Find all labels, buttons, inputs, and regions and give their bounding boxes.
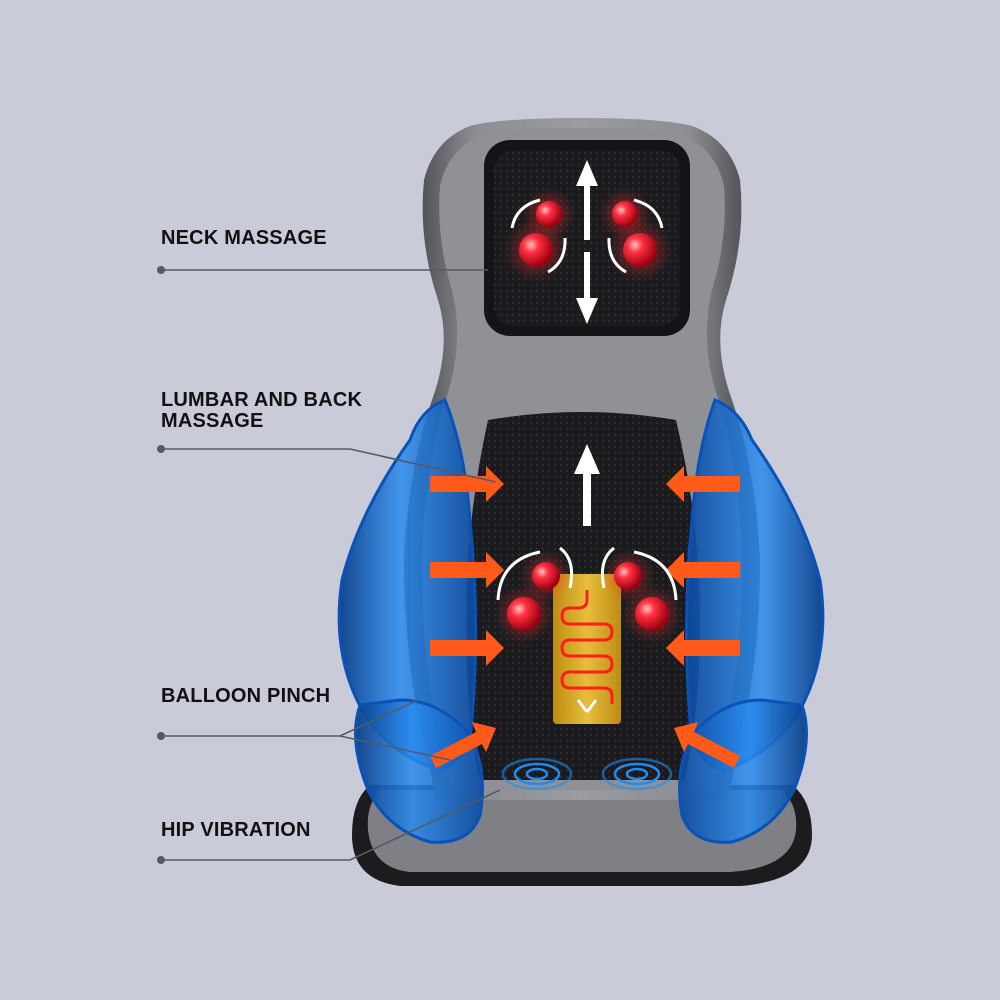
- label-lumbar-back-massage: LUMBAR AND BACK MASSAGE: [161, 390, 362, 432]
- label-lumbar-line2: MASSAGE: [161, 410, 264, 432]
- label-balloon-text: BALLOON PINCH: [161, 685, 331, 707]
- label-lumbar-line1: LUMBAR AND BACK: [161, 389, 363, 411]
- label-neck-text: NECK MASSAGE: [161, 227, 327, 249]
- label-hip-text: HIP VIBRATION: [161, 819, 311, 841]
- leader-lines: [161, 269, 501, 861]
- rotation-arrow-icon: [510, 198, 664, 274]
- vibration-icon: [501, 757, 673, 791]
- heat-coil-icon: [560, 590, 614, 704]
- squeeze-arrow-icon: [430, 466, 740, 768]
- right-hip-balloon: [678, 698, 808, 844]
- rotation-arrow-icon: [496, 546, 678, 601]
- label-balloon-pinch: BALLOON PINCH: [161, 686, 330, 707]
- neck-massage-nodes: [504, 188, 672, 282]
- leader-dots: [157, 266, 165, 864]
- up-arrow-icon: [574, 444, 600, 526]
- up-down-arrow-icon: [576, 160, 598, 324]
- back-massage-nodes: [494, 546, 682, 644]
- label-hip-vibration: HIP VIBRATION: [161, 820, 311, 841]
- left-hip-balloon: [354, 698, 484, 844]
- label-neck-massage: NECK MASSAGE: [161, 228, 327, 249]
